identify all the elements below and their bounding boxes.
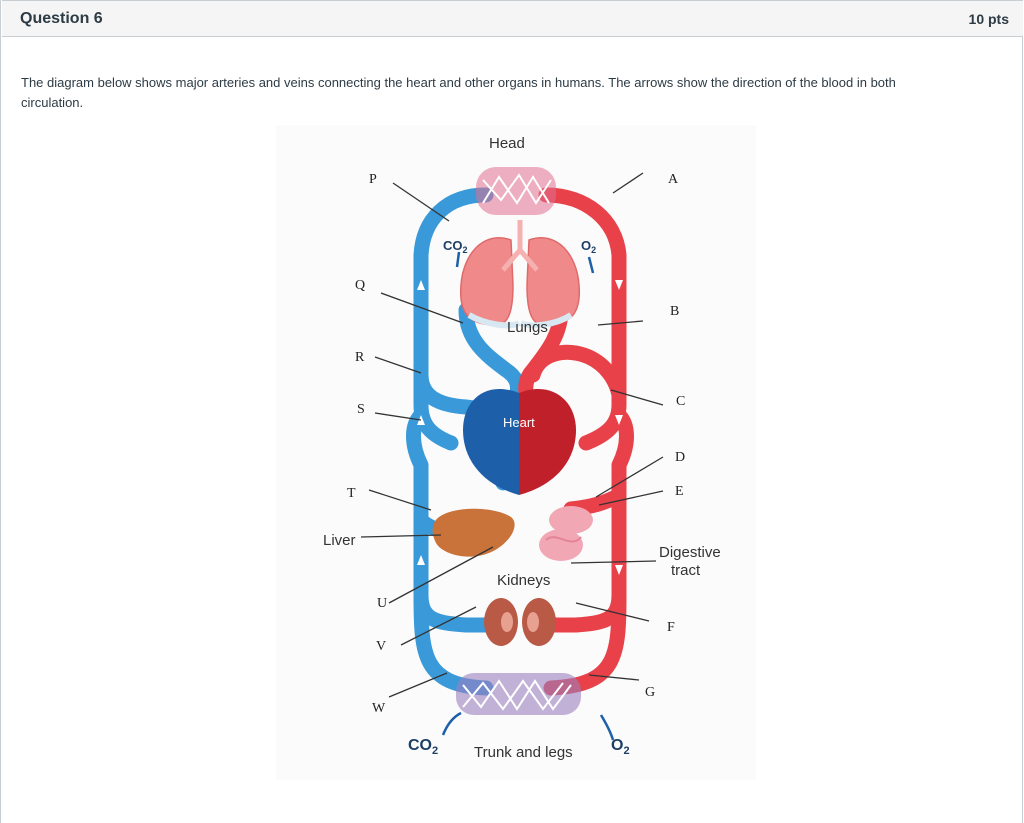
lungs [459,220,581,329]
label-s: S [357,402,365,417]
label-f: F [667,620,675,635]
co2-arrow-bottom [441,711,462,736]
label-trunk: Trunk and legs [474,744,573,761]
veins [406,187,525,696]
label-liver: Liver [323,532,356,549]
label-q: Q [355,278,365,293]
label-w: W [372,701,386,716]
o2-arrow-bottom [599,714,615,741]
label-e: E [675,484,684,499]
circulation-svg: Head Lungs Heart Liver Digestive tract K… [276,125,756,780]
question-prompt: The diagram below shows major arteries a… [21,75,896,110]
label-head: Head [489,135,525,152]
question-points: 10 pts [968,11,1009,27]
kidneys [484,598,556,646]
label-g: G [645,685,655,700]
label-v: V [376,639,386,654]
trunk-capillaries [456,673,581,715]
pointer-lines [360,172,664,698]
o2-arrow-top [587,256,595,274]
co2-arrow-top [455,251,461,268]
label-digestive-1: Digestive [659,544,721,561]
label-a: A [668,172,679,187]
question-header: Question 6 10 pts [2,0,1023,37]
label-digestive-2: tract [671,562,701,579]
label-d: D [675,450,685,465]
label-p: P [369,172,377,187]
label-t: T [347,486,356,501]
label-kidneys: Kidneys [497,572,550,589]
digestive-tract [539,506,593,561]
label-r: R [355,350,365,365]
artery-head-supply [538,187,627,451]
co2-top: CO2 [443,238,468,255]
circulation-diagram: Head Lungs Heart Liver Digestive tract K… [271,125,761,780]
liver [432,508,515,557]
label-b: B [670,304,679,319]
label-u: U [377,596,387,611]
aorta-arch [525,344,627,403]
label-c: C [676,394,685,409]
heart [463,388,576,495]
co2-bottom: CO2 [408,737,438,757]
label-heart: Heart [503,415,535,430]
question-title: Question 6 [20,10,103,27]
vein-head-return [413,187,494,451]
label-lungs: Lungs [507,319,548,336]
o2-bottom: O2 [611,737,630,757]
o2-top: O2 [581,238,596,255]
head-capillaries [476,167,556,215]
